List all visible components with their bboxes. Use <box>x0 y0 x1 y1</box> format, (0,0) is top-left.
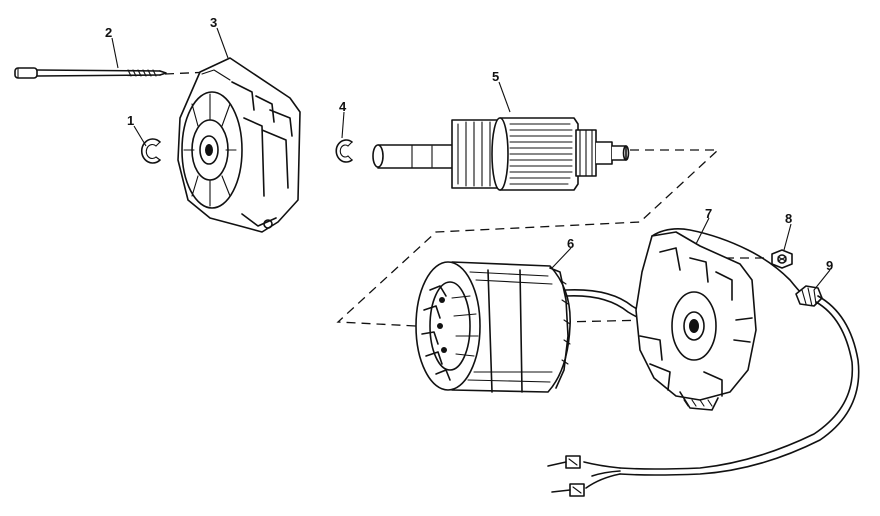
leader-lines <box>111 27 831 291</box>
callout-1: 1 <box>127 113 134 128</box>
part-6-field-stator <box>415 261 663 393</box>
part-8-nut <box>771 249 793 269</box>
part-5-armature <box>372 117 630 191</box>
part-2-through-bolt <box>14 67 167 79</box>
part-7-end-bell-brushes <box>635 228 805 411</box>
callout-4: 4 <box>339 99 347 114</box>
callout-8: 8 <box>785 211 792 226</box>
callout-9: 9 <box>826 258 833 273</box>
callout-5: 5 <box>492 69 499 84</box>
part-4-retaining-ring <box>335 139 353 163</box>
callout-7: 7 <box>705 206 712 221</box>
part-1-retaining-ring <box>140 138 161 164</box>
part-3-end-bell-housing <box>177 57 301 233</box>
part-9-strain-relief-cord <box>547 285 860 497</box>
callout-6: 6 <box>567 236 574 251</box>
callout-3: 3 <box>210 15 217 30</box>
callout-2: 2 <box>105 25 112 40</box>
